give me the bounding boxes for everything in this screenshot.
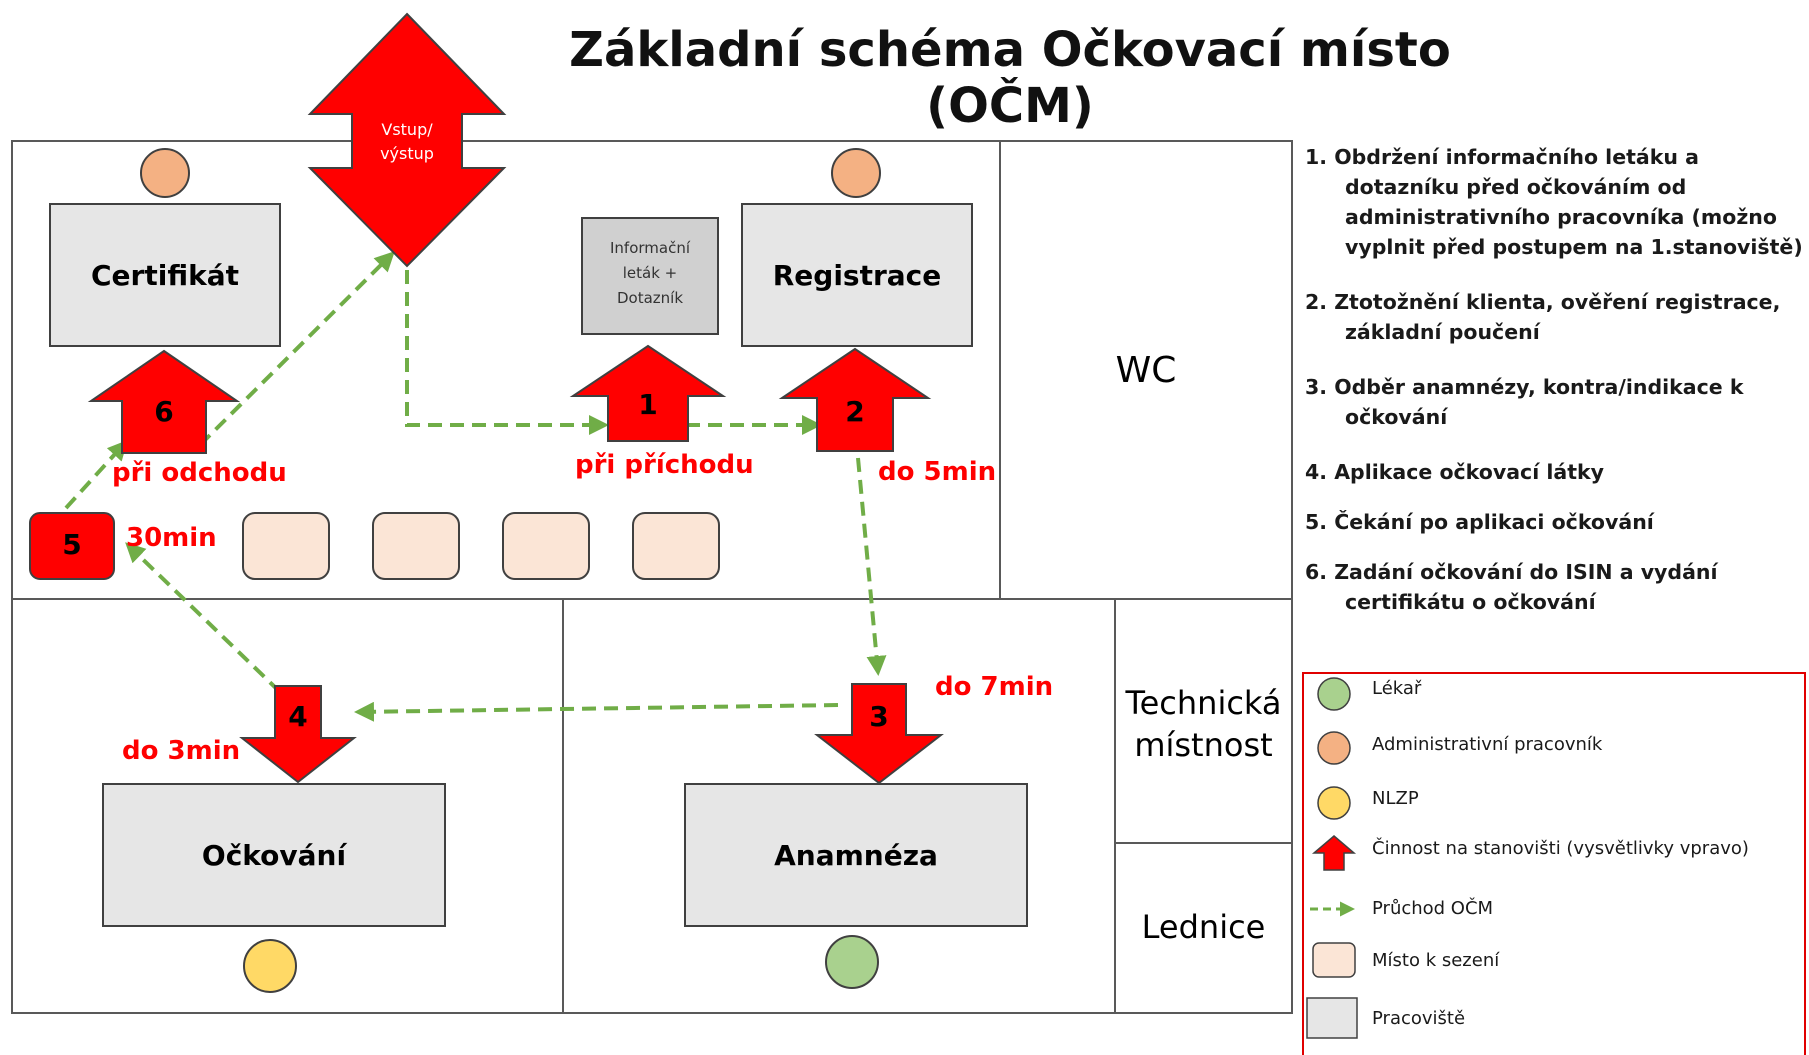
workstation-anamneza	[684, 783, 1028, 927]
step-4-arrow-shape	[239, 685, 357, 784]
label-anamneza: Anamnéza	[774, 838, 938, 872]
step-6-arrow	[87, 349, 241, 454]
label-registrace: Registrace	[772, 258, 942, 292]
step-4-number: 4	[288, 700, 308, 733]
legend-label-pruchod: Průchod OČM	[1372, 898, 1494, 919]
step-descriptions: 1. Obdržení informačního letáku a dotazn…	[1305, 142, 1805, 642]
doctor-circle	[825, 935, 879, 989]
label-do-7min: do 7min	[935, 672, 1054, 702]
path-3-to-4	[354, 701, 839, 722]
label-do-3min: do 3min	[122, 736, 241, 766]
nlzp-circle	[243, 939, 297, 993]
entrance-label-line2: výstup	[380, 144, 434, 163]
label-technicka: Technická místnost	[1115, 682, 1292, 766]
label-letak: Informační leták + Dotazník	[582, 236, 718, 311]
label-letak-line3: Dotazník	[616, 289, 684, 307]
path-entrance-to-1	[405, 270, 609, 435]
step-5-seat	[29, 512, 115, 580]
step-description: 5. Čekání po aplikaci očkování	[1305, 510, 1654, 534]
entrance-label: Vstup/ výstup	[357, 118, 457, 166]
path-4-to-5	[125, 542, 282, 694]
step-5-number: 5	[62, 528, 82, 561]
label-certifikat: Certifikát	[91, 258, 239, 292]
label-technicka-line2: místnost	[1134, 726, 1273, 764]
legend-row-sezeni: Místo k sezení	[1362, 950, 1499, 971]
label-ockovani: Očkování	[201, 838, 347, 872]
path-6-to-exit	[198, 251, 395, 447]
seat	[372, 512, 460, 580]
seat	[242, 512, 330, 580]
admin-worker-circle	[831, 148, 881, 198]
step-2-number: 2	[845, 395, 865, 428]
step-6-number: 6	[154, 395, 174, 428]
legend-row-cinnost: Činnost na stanovišti (vysvětlivky vprav…	[1362, 838, 1749, 859]
label-wc: WC	[1115, 350, 1177, 391]
legend-label-lekar: Lékař	[1372, 678, 1422, 699]
legend-nlzp-icon	[1317, 786, 1351, 820]
step-2-arrow	[778, 347, 932, 452]
path-5-to-6	[64, 440, 128, 510]
step-description: 4. Aplikace očkovací látky	[1305, 460, 1605, 484]
workstation-registrace	[741, 203, 973, 347]
legend-row-lekar: Lékař	[1362, 678, 1421, 699]
legend-seat-icon	[1312, 942, 1356, 978]
legend-label-nlzp: NLZP	[1372, 788, 1419, 809]
label-technicka-line1: Technická	[1125, 684, 1282, 722]
legend-row-pruchod: Průchod OČM	[1362, 898, 1493, 919]
label-do-5min: do 5min	[878, 457, 997, 487]
admin-worker-circle	[140, 148, 190, 198]
label-letak-line2: leták +	[622, 264, 678, 282]
legend-workstation-icon	[1306, 997, 1358, 1039]
legend-box: Lékař Administrativní pracovník NLZP Čin…	[1302, 672, 1806, 1055]
legend-activity-arrow-icon	[1311, 835, 1357, 871]
step-1-arrow	[569, 344, 727, 442]
legend-row-nlzp: NLZP	[1362, 788, 1419, 809]
step-3-arrow	[814, 683, 944, 785]
legend-label-cinnost: Činnost na stanovišti (vysvětlivky vprav…	[1372, 838, 1749, 859]
technicka-room	[1114, 598, 1293, 844]
step-description: 2. Ztotožnění klienta, ověření registrac…	[1305, 290, 1781, 344]
label-pri-odchodu: při odchodu	[112, 458, 287, 488]
entrance-label-line1: Vstup/	[381, 120, 433, 139]
legend-row-pracoviste: Pracoviště	[1362, 1008, 1465, 1029]
legend-label-admin: Administrativní pracovník	[1372, 734, 1603, 755]
legend-label-pracoviste: Pracoviště	[1372, 1008, 1466, 1029]
workstation-certifikat	[49, 203, 281, 347]
label-lednice: Lednice	[1141, 908, 1266, 946]
legend-row-admin: Administrativní pracovník	[1362, 734, 1602, 755]
legend-doctor-icon	[1317, 677, 1351, 711]
step-description: 1. Obdržení informačního letáku a dotazn…	[1305, 145, 1803, 259]
lednice-room	[1114, 842, 1293, 1014]
label-letak-line1: Informační	[609, 239, 691, 257]
seat	[502, 512, 590, 580]
workstation-letak	[581, 217, 719, 335]
page-title: Základní schéma Očkovací místo (OČM)	[569, 22, 1451, 134]
wc-room	[999, 140, 1293, 600]
legend-admin-icon	[1317, 731, 1351, 765]
entrance-double-arrow	[307, 12, 507, 268]
seat	[632, 512, 720, 580]
step-description: 6. Zadání očkování do ISIN a vydání cert…	[1305, 560, 1718, 614]
step-3-number: 3	[869, 700, 889, 733]
step-description: 3. Odběr anamnézy, kontra/indikace k očk…	[1305, 375, 1744, 429]
legend-label-sezeni: Místo k sezení	[1372, 950, 1500, 971]
label-pri-prichodu: při příchodu	[575, 450, 754, 480]
step-1-number: 1	[638, 388, 658, 421]
workstation-ockovani	[102, 783, 446, 927]
label-30min: 30min	[126, 523, 217, 553]
path-2-to-3	[856, 457, 887, 676]
